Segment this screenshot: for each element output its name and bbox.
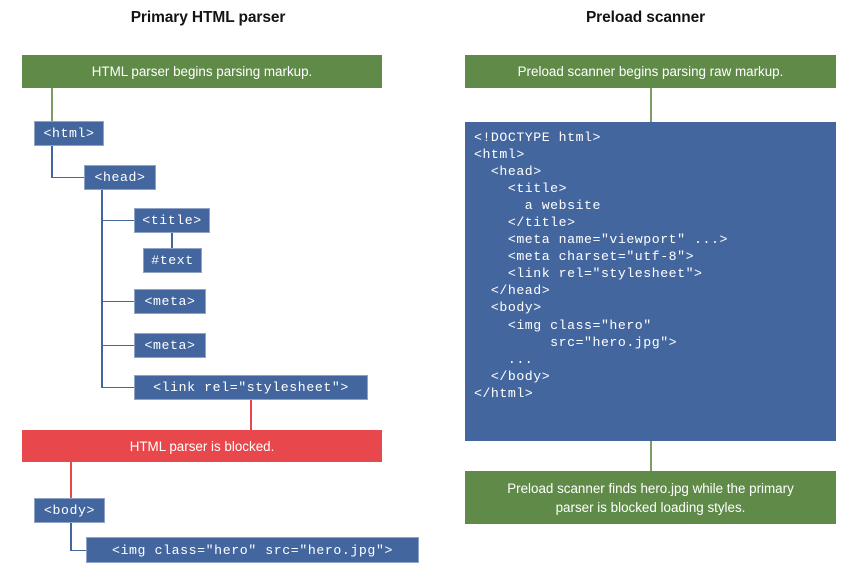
connector-html-to-head-vertical bbox=[51, 146, 53, 178]
node-meta-1: <meta> bbox=[134, 289, 206, 314]
connector-body-to-img-horizontal bbox=[70, 549, 88, 551]
connector-head-trunk bbox=[101, 190, 103, 388]
node-title: <title> bbox=[134, 208, 210, 233]
connector-link-to-blocked-banner bbox=[250, 400, 252, 430]
connector-start-banner-to-code bbox=[650, 88, 652, 122]
connector-title-to-text bbox=[171, 233, 173, 249]
connector-banner-to-html bbox=[51, 88, 53, 121]
node-img-hero: <img class="hero" src="hero.jpg"> bbox=[86, 537, 419, 563]
preload-scanner-panel: Preload scanner Preload scanner begins p… bbox=[440, 0, 851, 583]
node-text: #text bbox=[143, 248, 202, 273]
right-panel-title: Preload scanner bbox=[585, 9, 706, 26]
connector-head-to-title bbox=[101, 219, 135, 221]
node-html: <html> bbox=[34, 121, 104, 146]
html-parser-blocked-banner: HTML parser is blocked. bbox=[22, 430, 382, 462]
node-head: <head> bbox=[84, 165, 156, 190]
connector-blocked-banner-to-body bbox=[70, 462, 72, 498]
connector-head-to-meta-2 bbox=[101, 344, 135, 346]
node-link-stylesheet: <link rel="stylesheet"> bbox=[134, 375, 368, 400]
raw-markup-code-block: <!DOCTYPE html> <html> <head> <title> a … bbox=[465, 122, 836, 441]
connector-body-to-img-vertical bbox=[70, 523, 72, 551]
node-meta-2: <meta> bbox=[134, 333, 206, 358]
left-panel-title: Primary HTML parser bbox=[130, 9, 286, 26]
preload-scanner-start-banner: Preload scanner begins parsing raw marku… bbox=[465, 55, 836, 88]
connector-head-to-link bbox=[101, 386, 135, 388]
preload-scanner-result-banner: Preload scanner finds hero.jpg while the… bbox=[465, 471, 836, 524]
html-parser-start-banner: HTML parser begins parsing markup. bbox=[22, 55, 382, 88]
primary-html-parser-panel: Primary HTML parser HTML parser begins p… bbox=[22, 9, 419, 563]
node-body: <body> bbox=[34, 498, 105, 523]
connector-head-to-meta-1 bbox=[101, 300, 135, 302]
connector-code-to-result-banner bbox=[650, 441, 652, 471]
connector-html-to-head-horizontal bbox=[51, 176, 85, 178]
